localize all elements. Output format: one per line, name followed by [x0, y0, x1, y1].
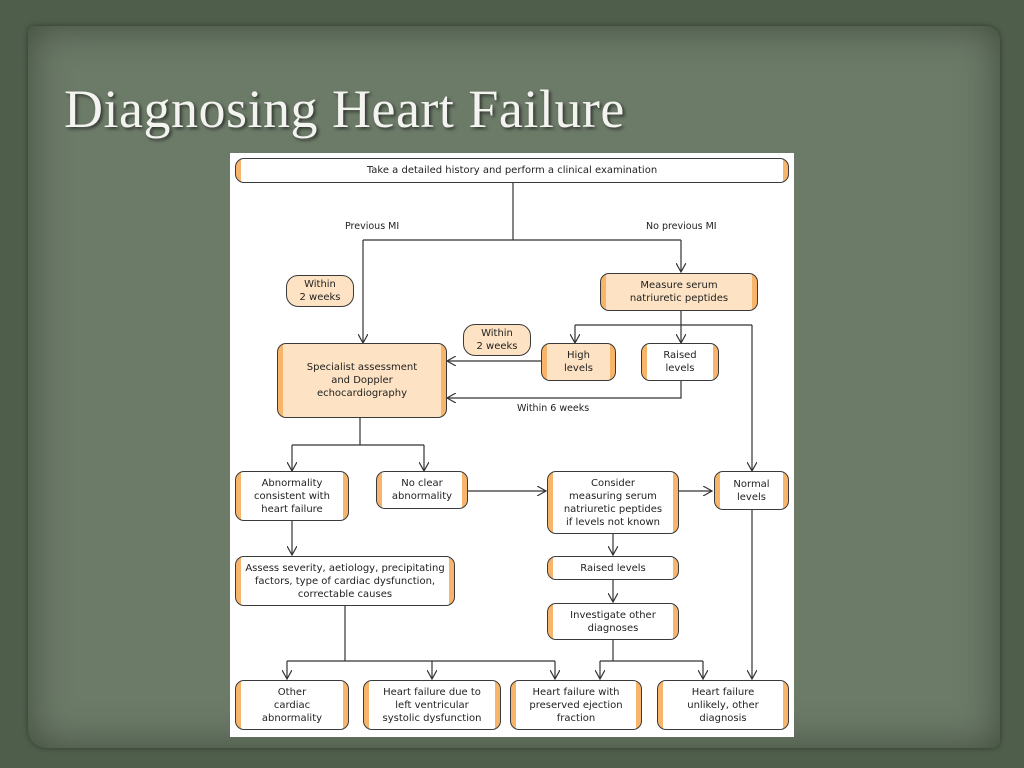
node-hf-preserved-ef: Heart failure with preserved ejection fr… — [510, 680, 642, 730]
node-high-levels: High levels — [541, 343, 616, 381]
node-within-2-weeks: Within 2 weeks — [286, 275, 354, 307]
label-previous-mi: Previous MI — [345, 221, 400, 232]
node-assess-severity: Assess severity, aetiology, precipitatin… — [235, 556, 455, 606]
node-abnormality: Abnormality consistent with heart failur… — [235, 471, 349, 521]
node-raised-levels: Raised levels — [641, 343, 719, 381]
node-within-2-weeks: Within 2 weeks — [463, 324, 531, 356]
label-within-6-weeks: Within 6 weeks — [517, 403, 590, 414]
flowchart: Take a detailed history and perform a cl… — [230, 153, 794, 737]
connector-raised-to-specialist — [447, 381, 682, 398]
node-normal-levels: Normal levels — [714, 471, 789, 510]
node-measure-peptides: Measure serum natriuretic peptides — [600, 273, 758, 311]
node-hf-lv-systolic: Heart failure due to left ventricular sy… — [363, 680, 501, 730]
node-no-clear-abnormality: No clear abnormality — [376, 471, 468, 509]
node-raised-levels-2: Raised levels — [547, 556, 679, 580]
node-history: Take a detailed history and perform a cl… — [235, 158, 789, 183]
node-investigate-diagnoses: Investigate other diagnoses — [547, 603, 679, 640]
node-specialist-assessment: Specialist assessment and Doppler echoca… — [277, 343, 447, 418]
label-no-previous-mi: No previous MI — [646, 221, 717, 232]
node-hf-unlikely: Heart failure unlikely, other diagnosis — [657, 680, 789, 730]
flowchart-connectors — [230, 183, 794, 737]
slide-title: Diagnosing Heart Failure — [64, 79, 625, 139]
node-consider-measuring: Consider measuring serum natriuretic pep… — [547, 471, 679, 534]
node-other-cardiac-abnormality: Other cardiac abnormality — [235, 680, 349, 730]
